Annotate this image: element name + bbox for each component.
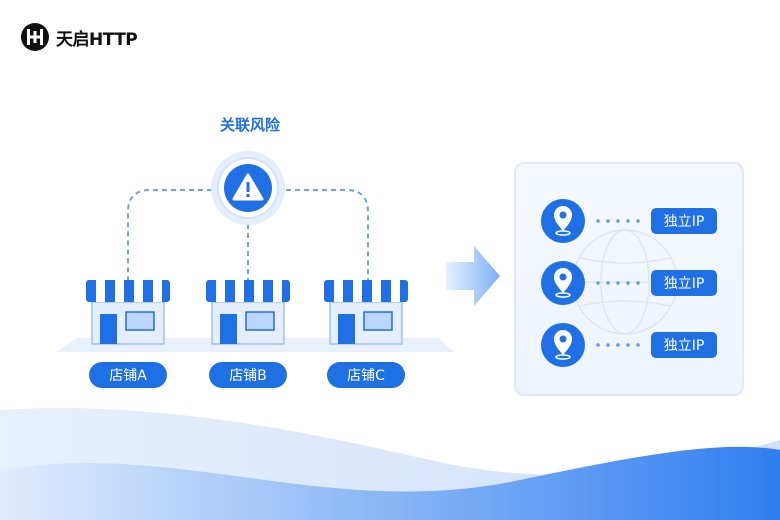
store-label-b: 店铺B [209, 362, 287, 388]
ip-tag-1: 独立IP [651, 208, 717, 234]
location-pin-icon-2 [541, 261, 585, 305]
brand-logo: 天启HTTP [20, 22, 138, 52]
logo-icon [21, 23, 49, 51]
store-icon-b [206, 280, 290, 345]
location-pin-icon-3 [541, 323, 585, 367]
location-pin-icon-1 [541, 199, 585, 243]
warning-icon [232, 173, 264, 201]
ip-tag-3: 独立IP [651, 332, 717, 358]
brand-name: 天启HTTP [56, 29, 138, 50]
globe-icon [572, 229, 678, 335]
store-icon-c [324, 280, 408, 345]
store-icon-a [86, 280, 170, 345]
risk-warning-node [211, 151, 285, 225]
store-label-c: 店铺C [327, 362, 405, 388]
risk-label: 关联风险 [219, 116, 280, 134]
store-label-a: 店铺A [89, 362, 167, 388]
ip-tag-2: 独立IP [651, 270, 717, 296]
arrow-right-icon [446, 246, 500, 306]
